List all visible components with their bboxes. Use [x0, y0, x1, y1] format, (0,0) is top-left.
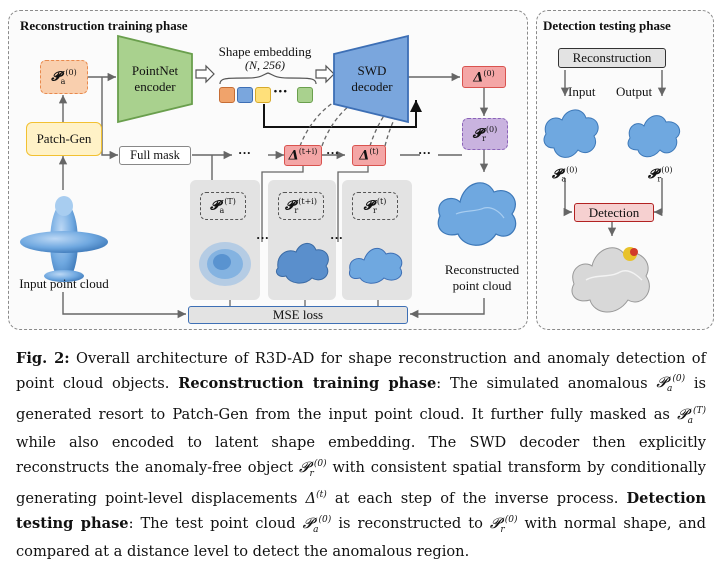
caption-pr0: 𝓟r(0): [298, 458, 327, 479]
reconstruction-title: Reconstruction training phase: [20, 18, 188, 33]
mse-loss-box: MSE loss: [188, 306, 408, 324]
caption-pr0-2: 𝓟r(0): [489, 514, 518, 535]
step-dots-2: ···: [330, 230, 344, 245]
caption-part-3: is generated resort to Patch-Gen from th…: [16, 374, 707, 423]
reconstructed-cloud: [437, 182, 517, 246]
caption-delta-t: Δ(t): [305, 490, 327, 508]
caption-part-1: Overall architecture of R3D-AD for shape…: [16, 350, 706, 392]
partial-cloud-ti: [275, 243, 329, 284]
detect-input-label: Input: [568, 84, 596, 99]
pointnet-encoder-label: PointNet encoder: [131, 63, 179, 94]
reconstruction-box: Reconstruction: [558, 48, 666, 68]
paT-box: 𝓟a(T): [200, 192, 246, 220]
caption-pa0: 𝓟a(0): [656, 374, 686, 395]
delta-t-box: Δ(t): [352, 145, 386, 166]
pa0-box: 𝓟a(0): [40, 60, 88, 94]
noise-cloud-T: [199, 242, 251, 286]
caption-part-2: : The simulated anomalous: [436, 374, 657, 392]
delta-ti-box: Δ(t+i): [284, 145, 322, 166]
detect-pa0-label: 𝓟a(0): [552, 166, 578, 184]
embedding-brace: [219, 72, 317, 85]
detection-result-cloud: [571, 247, 650, 313]
pr0-box: 𝓟r(0): [462, 118, 508, 150]
partial-cloud-t: [349, 247, 403, 284]
delta-row-dots-3: ···: [418, 145, 432, 160]
delta-row-dots-2: ···: [326, 145, 340, 160]
caption-part-4: while also encoded to latent shape embed…: [16, 434, 706, 476]
swd-decoder-shape: [333, 34, 409, 124]
detection-title: Detection testing phase: [543, 18, 671, 33]
prti-box: 𝓟r(t+i): [278, 192, 324, 220]
detect-pr0-label: 𝓟r(0): [648, 166, 673, 184]
detect-output-label: Output: [616, 84, 653, 99]
connector-lines: [58, 64, 667, 319]
caption-bold-1: Reconstruction training phase: [178, 374, 437, 392]
input-cloud-label: Input point cloud: [19, 276, 109, 291]
caption-fig-label: Fig. 2:: [16, 350, 70, 367]
prt-box: 𝓟r(t): [352, 192, 398, 220]
recon-cloud-label-1: Reconstructed: [444, 262, 520, 277]
embedding-dots: ···: [273, 84, 288, 100]
caption-part-6: at each step of the inverse process.: [326, 490, 627, 508]
full-mask-box: Full mask: [119, 146, 191, 165]
pointnet-encoder-shape: [117, 34, 193, 124]
shape-embedding-label: Shape embedding: [218, 44, 312, 59]
embedding-cell-green: [297, 87, 313, 103]
caption-part-8: is reconstructed to: [331, 514, 490, 532]
figure-caption: Fig. 2: Overall architecture of R3D-AD f…: [16, 348, 706, 563]
delta0-box: Δ(0): [462, 66, 506, 88]
shape-embedding-dim: (N, 256): [245, 58, 285, 72]
caption-pa0-2: 𝓟a(0): [302, 514, 332, 535]
delta-row-dots-1: ···: [238, 145, 252, 160]
recon-cloud-label-2: point cloud: [452, 278, 512, 293]
caption-part-5: with consistent spatial transform by con…: [16, 458, 706, 508]
caption-paT: 𝓟a(T): [677, 405, 706, 426]
caption-bold-2: Detection testing phase: [16, 490, 706, 532]
embedding-cell-yellow: [255, 87, 271, 103]
detection-box: Detection: [574, 203, 654, 222]
detect-output-cloud: [627, 115, 681, 158]
patch-gen-box: Patch-Gen: [26, 122, 102, 156]
step-dots-1: ···: [256, 230, 270, 245]
embedding-cell-orange: [219, 87, 235, 103]
detect-input-cloud: [543, 109, 599, 158]
embedding-cell-blue: [237, 87, 253, 103]
caption-part-7: : The test point cloud: [128, 514, 303, 532]
input-airplane-cloud: [20, 196, 108, 282]
swd-decoder-label: SWD decoder: [351, 63, 393, 94]
